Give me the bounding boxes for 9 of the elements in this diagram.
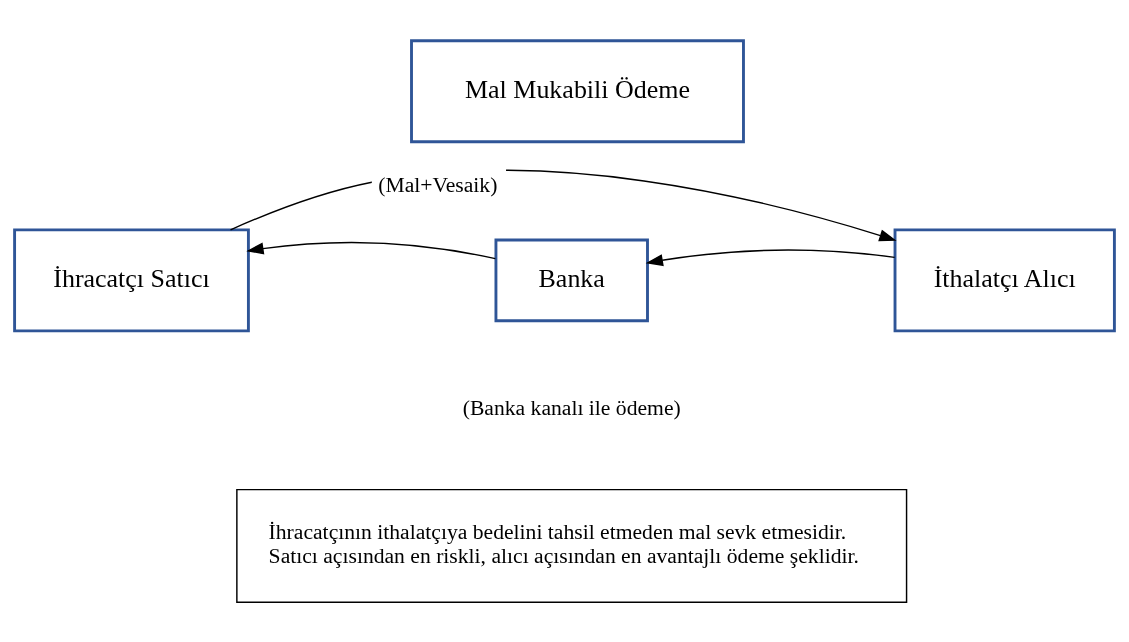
node-box: İhracatçı Satıcı <box>13 227 250 332</box>
node-box: Mal Mukabili Ödeme <box>410 38 745 143</box>
label: (Banka kanalı ile ödeme) <box>462 395 681 420</box>
edge-label: (Mal+Vesaik) <box>378 172 498 197</box>
node-box: İhracatçının ithalatçıya bedelini tahsil etmeden mal sevk etmesidir. Satıcı açısından en riskli, alıcı açısından en avantajlı ödeme şeklidir. <box>236 488 908 603</box>
node-box: Banka <box>494 238 649 322</box>
arrow <box>645 248 896 266</box>
arrow <box>246 241 497 259</box>
node-box: İthalatçı Alıcı <box>893 227 1116 332</box>
